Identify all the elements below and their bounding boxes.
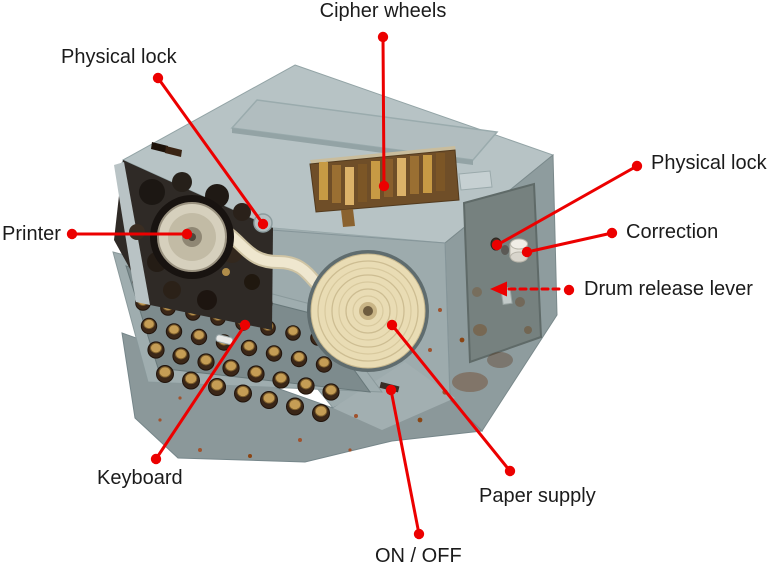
connector-drum-release-lever bbox=[490, 281, 575, 297]
connector-keyboard bbox=[150, 319, 251, 465]
keyhole-slot bbox=[165, 146, 182, 157]
connector-physical-lock-right bbox=[491, 160, 643, 251]
arrow-left-icon bbox=[490, 281, 507, 297]
label-cipher-wheels: Cipher wheels bbox=[319, 0, 447, 22]
label-correction: Correction bbox=[626, 221, 719, 243]
printer-disc bbox=[150, 195, 234, 279]
connector-correction bbox=[521, 227, 618, 258]
right-side-door bbox=[462, 182, 543, 364]
top-recess bbox=[458, 170, 493, 191]
label-physical-lock-top: Physical lock bbox=[61, 46, 177, 68]
annotation-connectors bbox=[66, 31, 643, 540]
connector-cipher-wheels bbox=[377, 31, 390, 192]
connector-physical-lock-top bbox=[152, 72, 269, 230]
label-printer: Printer bbox=[2, 223, 61, 245]
label-paper-supply: Paper supply bbox=[479, 485, 596, 507]
connector-paper-supply bbox=[386, 319, 516, 477]
machine-illustration bbox=[112, 64, 558, 463]
keyhole-slot bbox=[151, 142, 168, 153]
label-on-off: ON / OFF bbox=[375, 545, 462, 567]
base-shelf bbox=[333, 362, 455, 430]
connector-on-off bbox=[385, 384, 425, 540]
correction-knob[interactable] bbox=[509, 238, 528, 263]
label-physical-lock-right: Physical lock bbox=[651, 152, 767, 174]
cipher-wheels-icon bbox=[319, 153, 445, 205]
label-keyboard: Keyboard bbox=[97, 467, 183, 489]
cipher-wheels-window bbox=[309, 146, 460, 227]
label-drum-release-lever: Drum release lever bbox=[584, 278, 753, 300]
connector-printer bbox=[66, 228, 193, 240]
paper-roll bbox=[307, 250, 429, 372]
